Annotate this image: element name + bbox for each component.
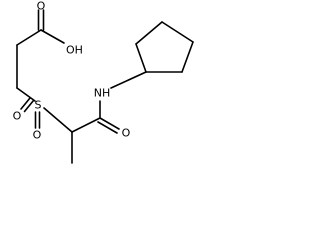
bond-amide-c-o-1 xyxy=(99,117,120,130)
bond-ch2-s xyxy=(16,87,36,102)
bond-n-cyclopentyl xyxy=(110,71,147,89)
atom-oh-acid: OH xyxy=(66,44,83,57)
bond-ring-1 xyxy=(135,43,147,73)
atom-nh-amide: NH xyxy=(94,87,111,100)
bond-acid-c-ch2 xyxy=(16,29,42,46)
atom-labels: O OH NH S O O O xyxy=(13,0,131,142)
bond-ring-4 xyxy=(181,41,194,73)
bond-s-o-left-1 xyxy=(20,97,31,110)
bond-acid-c-oh xyxy=(40,29,65,44)
bond-ring-2 xyxy=(135,21,163,45)
bonds xyxy=(16,9,194,164)
bond-ring-3 xyxy=(161,21,194,43)
atom-o-carbonyl-amide: O xyxy=(122,127,131,140)
molecule-structure: O OH NH S O O O xyxy=(13,0,194,164)
atom-o-carbonyl-acid: O xyxy=(37,0,46,13)
atom-o-sulfonyl-bottom: O xyxy=(33,129,42,142)
bond-amide-c-o-2 xyxy=(97,121,118,134)
bond-s-ch xyxy=(43,107,73,133)
atom-o-sulfonyl-left: O xyxy=(13,110,22,123)
bond-ch-c-amide xyxy=(71,117,101,133)
bond-s-o-left-2 xyxy=(23,99,35,113)
atom-s-sulfonyl: S xyxy=(35,99,42,112)
